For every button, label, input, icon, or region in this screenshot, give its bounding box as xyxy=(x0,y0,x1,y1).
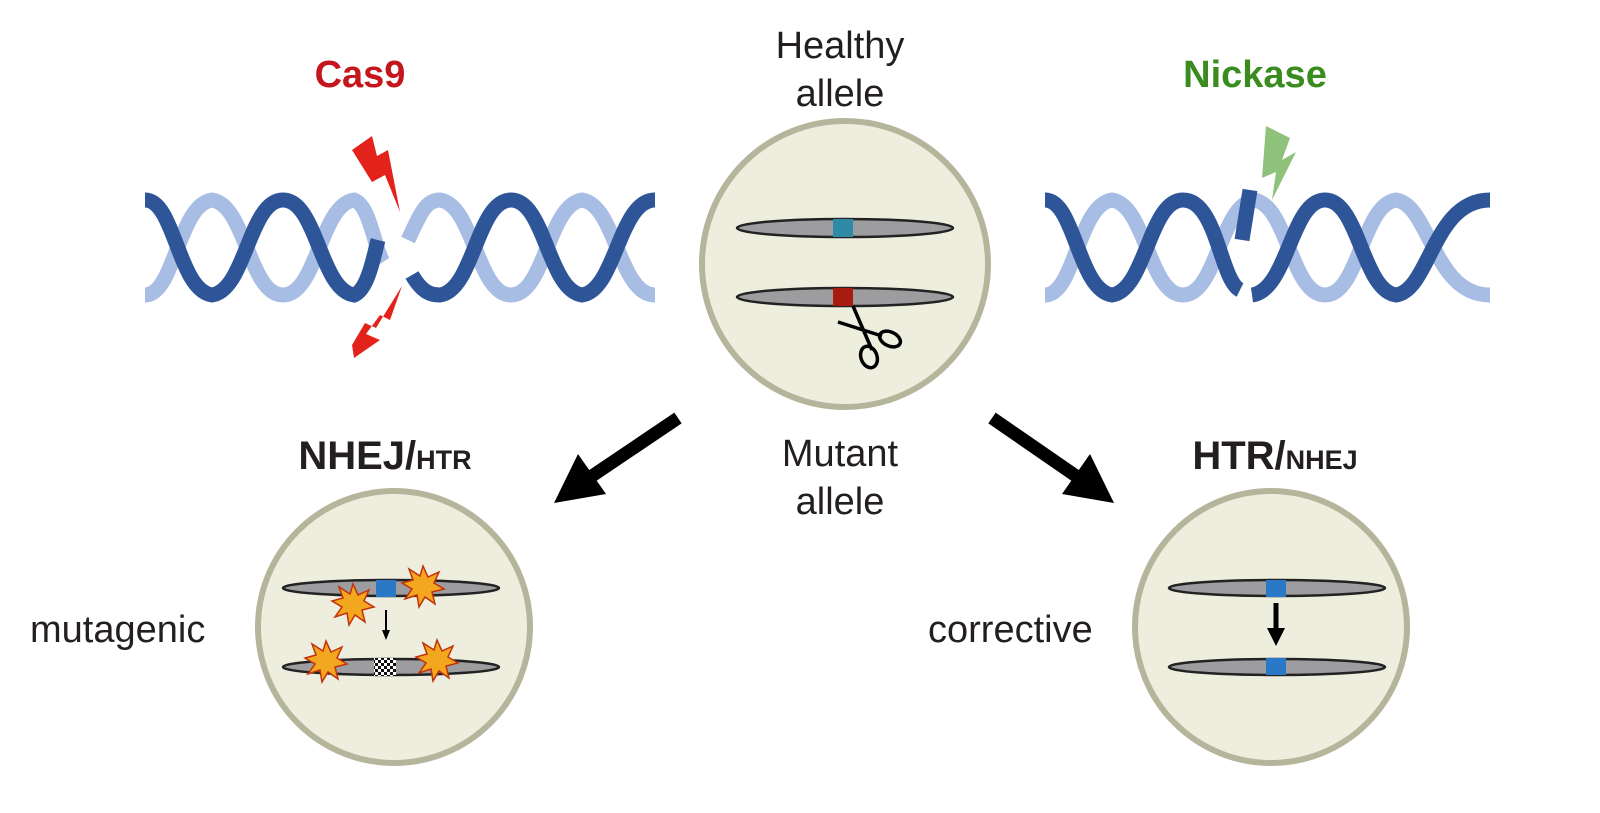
mutagenic-label: mutagenic xyxy=(30,609,206,651)
healthy-label-line1: Healthy xyxy=(775,25,905,67)
healthy-locus xyxy=(833,219,853,237)
arrow-icon xyxy=(1267,628,1285,646)
arrow-to-htr xyxy=(988,412,1114,503)
arrow-icon xyxy=(1062,454,1114,503)
arrow-icon xyxy=(554,454,606,503)
lightning-bolt-icon xyxy=(352,136,400,212)
template-locus xyxy=(1266,580,1286,597)
corrective-label: corrective xyxy=(928,609,1093,651)
arrow-to-nhej xyxy=(554,412,682,503)
central-nucleus xyxy=(699,118,991,410)
healthy-label-line2: allele xyxy=(795,73,885,115)
cas9-label: Cas9 xyxy=(314,54,406,96)
damage-burst-icon xyxy=(330,581,376,628)
mutant-label-line2: allele xyxy=(795,481,885,523)
damage-burst-icon xyxy=(400,563,446,610)
htr-main: HTR/ xyxy=(1192,434,1286,478)
mutant-label-line1: Mutant xyxy=(781,433,899,475)
mutant-locus xyxy=(833,288,853,306)
nhej-main: NHEJ/ xyxy=(298,434,417,478)
nhej-minor: NHEJ xyxy=(1285,445,1358,475)
arrow-icon xyxy=(382,630,390,640)
mutant-allele-label: Mutant allele xyxy=(740,430,940,526)
scrambled-locus xyxy=(374,658,396,676)
htr-nucleus xyxy=(1132,488,1410,766)
lightning-bolt-icon xyxy=(352,286,402,358)
damage-burst-icon xyxy=(303,638,349,685)
htr-minor: HTR xyxy=(416,445,472,475)
template-locus xyxy=(376,580,396,597)
lightning-bolt-icon xyxy=(1262,126,1296,200)
scissors-icon xyxy=(837,305,903,370)
nhej-pathway-label: NHEJ/HTR xyxy=(260,434,510,479)
healthy-allele-label: Healthy allele xyxy=(740,22,940,118)
htr-pathway-label: HTR/NHEJ xyxy=(1150,434,1400,479)
dna-helix-cas9-right xyxy=(401,192,657,303)
repaired-locus xyxy=(1266,658,1286,675)
nickase-label: Nickase xyxy=(1183,54,1327,96)
nhej-nucleus xyxy=(255,488,533,766)
damage-burst-icon xyxy=(414,637,460,684)
dna-helix-nickase xyxy=(1043,188,1491,303)
dna-helix-cas9-left xyxy=(143,192,390,303)
